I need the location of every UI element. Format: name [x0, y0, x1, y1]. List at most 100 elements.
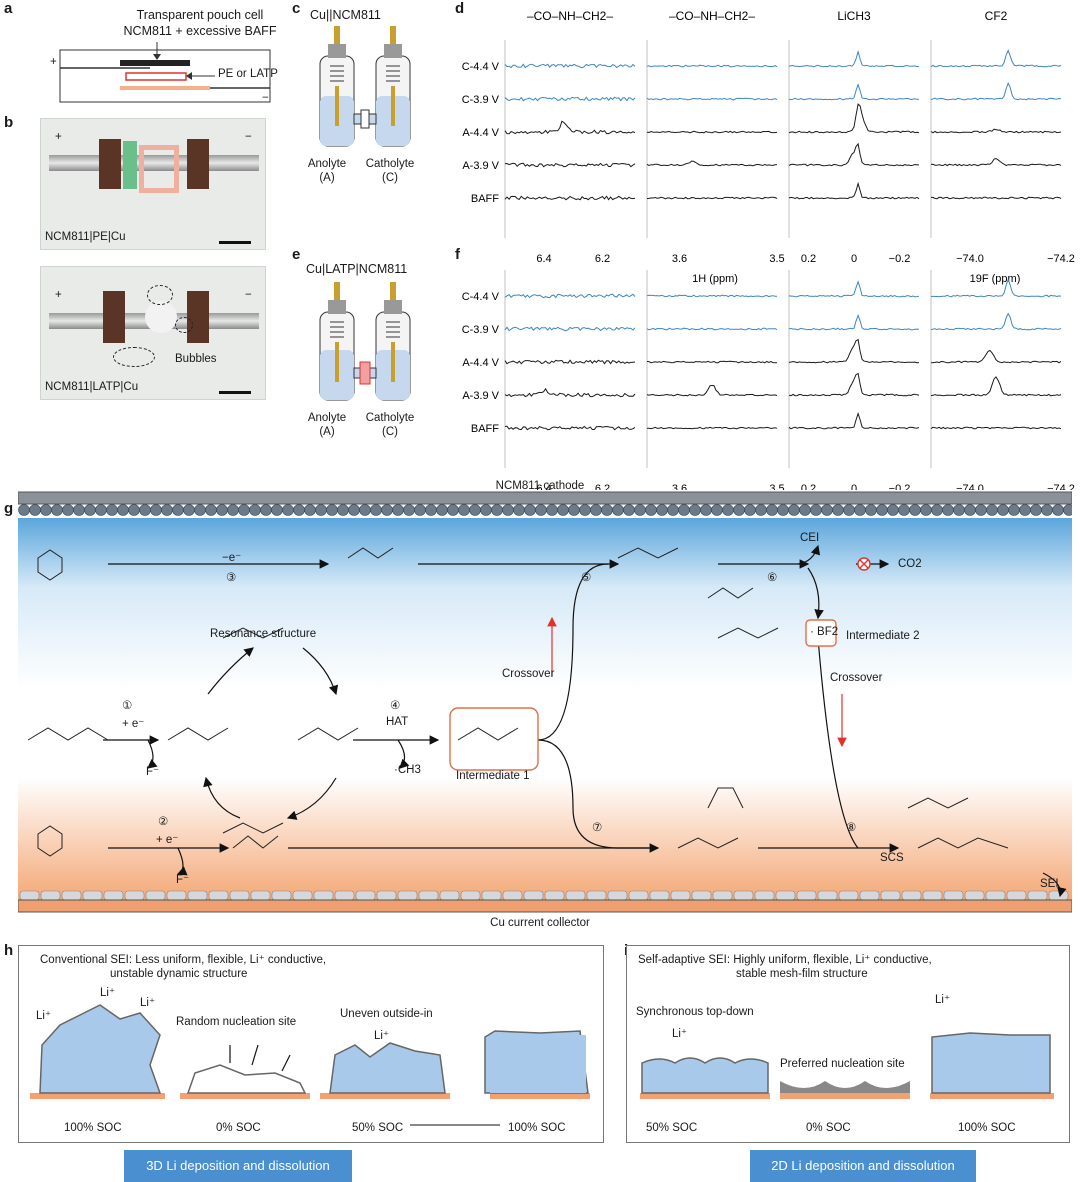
sei-grain — [124, 890, 145, 901]
nmr-tick-label: −0.2 — [889, 483, 911, 490]
cathode-particle — [920, 504, 932, 516]
cathode-particle — [106, 504, 118, 516]
hat-label: HAT — [386, 716, 409, 728]
sei-grain — [901, 890, 922, 901]
cathode-particle — [1008, 504, 1020, 516]
fluoride-2: F⁻ — [176, 874, 190, 886]
mechanism-scheme — [18, 491, 1072, 913]
h-cell-e — [319, 282, 411, 401]
sei-grain — [649, 890, 670, 901]
cathode-particle — [645, 504, 657, 516]
cathode-particle — [733, 504, 745, 516]
h-soc50: 50% SOC — [352, 1122, 404, 1134]
panel-label-h: h — [4, 942, 14, 959]
cathode-particle — [678, 504, 690, 516]
cathode-particle — [40, 504, 52, 516]
panel-label-e: e — [292, 246, 301, 263]
uneven-label: Uneven outside-in — [340, 1008, 433, 1020]
sei-grain — [292, 890, 313, 901]
scs-label: SCS — [880, 852, 904, 864]
cathode-particle — [843, 504, 855, 516]
cathode-particle — [1052, 504, 1064, 516]
panel-label-c: c — [292, 0, 301, 17]
nmr-trace — [504, 326, 636, 332]
nmr-trace — [646, 384, 778, 397]
sei-grain — [607, 890, 628, 901]
cathode-particle — [1063, 504, 1072, 516]
nmr-trace — [930, 426, 1062, 430]
cathode-particle — [1041, 504, 1053, 516]
nmr-trace — [504, 96, 636, 102]
panel-label-b: b — [4, 114, 14, 131]
step-4: ④ — [390, 700, 401, 712]
nmr-trace — [646, 196, 778, 200]
nmr-trace — [647, 426, 778, 430]
panel-a-title2: NCM811 + excessive BAFF — [123, 24, 277, 38]
cathode-particle — [590, 504, 602, 516]
li-ion-6: Li⁺ — [935, 994, 951, 1006]
nmr-tick-label: 6.2 — [595, 483, 610, 490]
panel-label-d: d — [455, 0, 465, 17]
nmr-tick-label: 6.4 — [536, 483, 551, 490]
panel-c-title: Cu||NCM811 — [310, 8, 381, 22]
nmr-trace — [930, 128, 1062, 134]
cathode-particle — [161, 504, 173, 516]
sei-grain — [1027, 890, 1048, 901]
cathode-particle — [1019, 504, 1031, 516]
fluoride-1: F⁻ — [146, 766, 160, 778]
nmr-trace — [646, 97, 778, 101]
scale-bar — [219, 241, 251, 244]
panel-e-anolyte-tag: (A) — [319, 426, 335, 438]
scale-bar — [219, 391, 251, 394]
nmr-trace — [788, 103, 920, 134]
self-adaptive-sei-diagram — [640, 1032, 1054, 1099]
cathode-particle — [425, 504, 437, 516]
cathode-particle — [348, 504, 360, 516]
cathode-particle — [942, 504, 954, 516]
panel-i-banner: 2D Li deposition and dissolution — [750, 1150, 976, 1182]
sei-grain — [355, 890, 376, 901]
sei-grain — [166, 890, 187, 901]
intermediate-1: Intermediate 1 — [456, 770, 530, 782]
step-6: ⑥ — [767, 572, 778, 584]
h-soc0: 0% SOC — [216, 1122, 261, 1134]
nmr-trace — [646, 294, 777, 298]
sei-grain — [817, 890, 838, 901]
sei-grain — [103, 890, 124, 901]
nmr-row-label: C-4.4 V — [462, 61, 500, 73]
sei-grain — [334, 890, 355, 901]
cathode-particle — [909, 504, 921, 516]
sei-grain — [229, 890, 250, 901]
nmr-trace — [504, 425, 636, 431]
cathode-particle — [18, 504, 30, 516]
cathode-particle — [359, 504, 371, 516]
cathode-particle — [623, 504, 635, 516]
cathode-particle — [150, 504, 162, 516]
cathode-particle — [370, 504, 382, 516]
nmr-trace — [930, 312, 1062, 331]
cathode-particle — [810, 504, 822, 516]
nmr-trace — [504, 63, 636, 69]
nmr-column-header: LiCH3 — [837, 9, 871, 23]
cathode-particle — [392, 504, 404, 516]
sei-grain — [628, 890, 649, 901]
nmr-row-label: BAFF — [471, 193, 499, 205]
pouch-photo-pe: NCM811|PE|Cu + − — [40, 118, 266, 250]
nmr-row-label: C-3.9 V — [462, 94, 500, 106]
nmr-row-label: C-4.4 V — [462, 291, 500, 303]
nmr-trace — [930, 278, 1062, 298]
sync-label: Synchronous top-down — [636, 1006, 754, 1018]
cathode-particle — [898, 504, 910, 516]
cathode-particle — [238, 504, 250, 516]
co2-label: CO2 — [898, 558, 922, 570]
nmr-column-header: –CO–NH–CH2– — [527, 9, 613, 23]
sei-grain — [376, 890, 397, 901]
panel-c-anolyte-tag: (A) — [319, 172, 335, 184]
cathode-particle — [128, 504, 140, 516]
panel-label-a: a — [4, 0, 13, 17]
nmr-trace — [646, 64, 778, 68]
nmr-trace — [646, 360, 777, 364]
h-soc100: 100% SOC — [64, 1122, 122, 1134]
nmr-trace — [788, 49, 920, 68]
li-ion-4: Li⁺ — [374, 1030, 390, 1042]
